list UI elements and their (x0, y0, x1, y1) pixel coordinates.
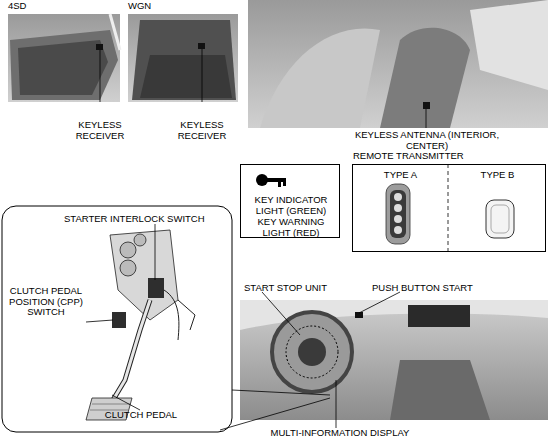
part-label: CLUTCH PEDAL (96, 410, 186, 421)
photo-panel: WGN (128, 14, 238, 102)
wagon-cargo-photo (128, 14, 238, 102)
key-symbol (256, 174, 286, 187)
node-heading: TYPE A (353, 170, 448, 181)
part-label: KEYLESS RECEIVER (72, 120, 128, 141)
part-label: PUSH BUTTON START (372, 283, 492, 294)
part-label: MULTI-INFORMATION DISPLAY (260, 428, 420, 439)
node-heading: WGN (128, 1, 188, 12)
transmitter-type: TYPE B (450, 165, 545, 251)
remote-type-a (386, 184, 410, 244)
pedal-inset (2, 206, 232, 432)
inset-leader (220, 398, 330, 430)
indicator-box: KEY INDICATOR LIGHT (GREEN)KEY WARNING L… (240, 164, 340, 238)
part-label: KEYLESS RECEIVER (174, 120, 230, 141)
part-label: KEYLESS ANTENNA (INTERIOR, CENTER) (352, 130, 502, 151)
transmitter-box: REMOTE TRANSMITTERTYPE ATYPE B (352, 164, 546, 252)
node-text: KEY WARNING LIGHT (RED) (245, 217, 337, 238)
node-heading: 4SD (8, 1, 68, 12)
node-heading: KEY INDICATOR LIGHT (GREEN) (245, 195, 337, 216)
photo-panel: 4SD (8, 14, 120, 102)
part-label: STARTER INTERLOCK SWITCH (64, 214, 224, 225)
part-label: CLUTCH PEDAL POSITION (CPP) SWITCH (4, 286, 88, 318)
interior-photo (248, 0, 548, 128)
transmitter-type: TYPE A (353, 165, 448, 251)
inset-leader (232, 390, 330, 395)
sedan-trunk-photo (8, 14, 120, 102)
remote-type-b (486, 200, 514, 238)
divider-line (448, 164, 449, 252)
node-heading: TYPE B (450, 170, 545, 181)
part-label: START STOP UNIT (244, 283, 354, 294)
dashboard-photo (240, 292, 548, 428)
node-heading: REMOTE TRANSMITTER (353, 151, 543, 162)
